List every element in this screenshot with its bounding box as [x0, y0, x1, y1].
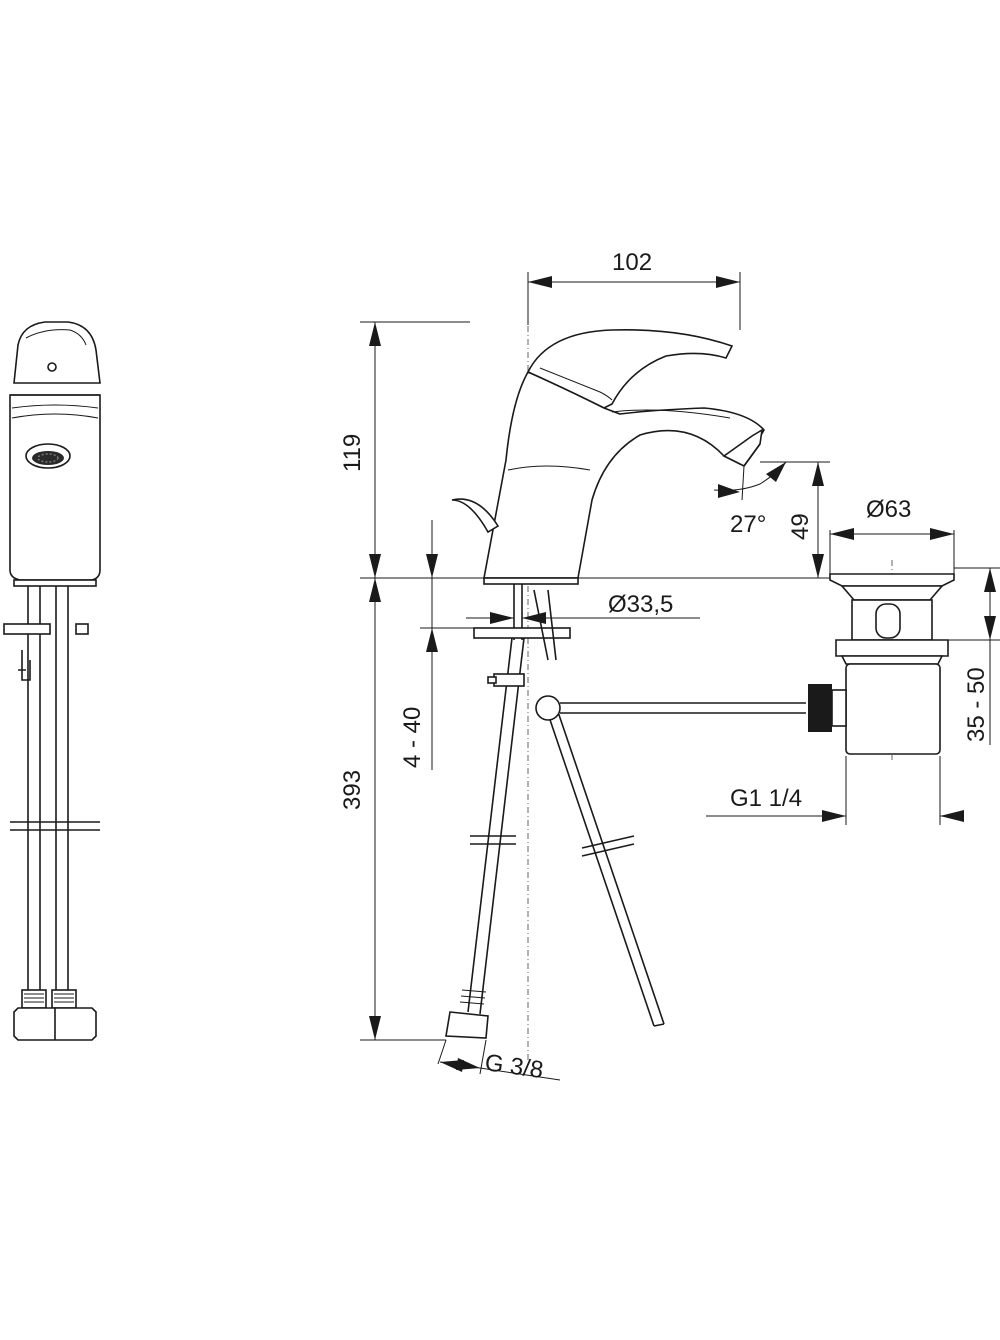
- dim-deck-thickness: 4 - 40: [399, 707, 426, 768]
- aerator: [25, 443, 71, 469]
- dim-body-height: 119: [339, 434, 366, 472]
- overflow-slot: [875, 603, 901, 639]
- dim-base-diameter: Ø33,5: [608, 591, 673, 618]
- dim-spout-reach: 102: [612, 249, 652, 276]
- spout-tip: [722, 428, 764, 468]
- mixer-body: [483, 370, 765, 579]
- dim-waste-thread: G1 1/4: [730, 785, 802, 812]
- front-mounting-plate: [3, 623, 51, 635]
- dimension-labels: 102 119 49 27° Ø63 Ø33,5 4 - 40 35 - 50 …: [339, 249, 990, 1084]
- hose-connector: [445, 1011, 489, 1039]
- popup-lever: [451, 498, 500, 534]
- dim-spout-clearance: 49: [787, 513, 814, 540]
- hose-nut-right: [51, 989, 77, 1009]
- mixer-base: [483, 577, 579, 585]
- lever-indicator-dot: [47, 362, 57, 372]
- waste-valve: [808, 560, 955, 760]
- front-body: [9, 394, 101, 581]
- side-view: [445, 300, 806, 1060]
- dimension-lines: [360, 272, 1000, 1081]
- dim-spout-angle: 27°: [730, 511, 766, 538]
- rod-clip: [493, 673, 525, 687]
- aerator-mesh: [32, 451, 64, 465]
- hose-nut-left: [21, 989, 47, 1009]
- front-view: [3, 321, 101, 1041]
- mounting-plate: [473, 627, 571, 639]
- front-lever: [13, 321, 101, 384]
- dim-waste-height: 35 - 50: [963, 667, 990, 742]
- waste-plug: [829, 573, 955, 587]
- waste-lower-body: [845, 663, 941, 755]
- dim-hose-length: 393: [339, 770, 366, 810]
- front-base: [13, 579, 97, 587]
- dim-hose-thread: G 3/8: [483, 1049, 545, 1084]
- dim-waste-diameter: Ø63: [866, 496, 911, 523]
- popup-joint: [535, 695, 561, 721]
- rod-nut: [808, 684, 832, 732]
